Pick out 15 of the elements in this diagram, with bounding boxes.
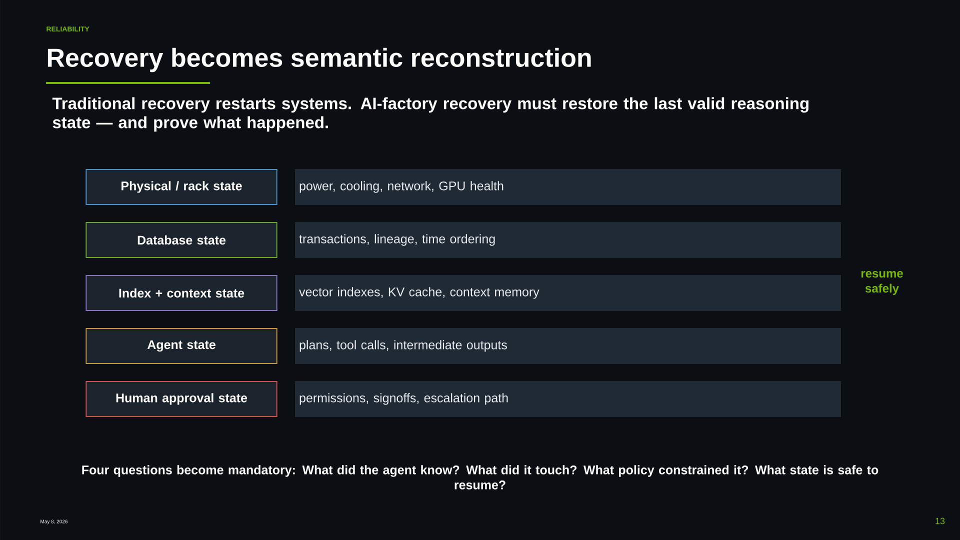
state-box: Agent state xyxy=(86,328,278,364)
page-number: 13 xyxy=(936,518,945,524)
state-box: Physical / rack state xyxy=(86,169,278,205)
description-bar: power, cooling, network, GPU health xyxy=(295,168,841,205)
description-bar: plans, tool calls, intermediate outputs xyxy=(295,328,841,364)
state-box: Database state xyxy=(86,222,278,258)
state-box: Human approval state xyxy=(86,380,278,417)
state-box: Index + context state xyxy=(86,274,278,311)
slide-title: Recovery becomes semantic reconstruction xyxy=(48,48,591,72)
note-text: resume safely xyxy=(861,271,903,295)
description-bar: vector indexes, KV cache, context memory xyxy=(295,274,841,311)
takeaway-text: Four questions become mandatory: What did the agent know? What did it touch? What policy constrained it? What state is safe to resume? xyxy=(82,465,878,490)
description-bar: transactions, lineage, time ordering xyxy=(295,222,841,258)
subtitle: Traditional recovery restarts systems. AI-factory recovery must restore the last valid reasoning state — and prove what happened. xyxy=(52,97,808,132)
description-bar: permissions, signoffs, escalation path xyxy=(295,380,841,417)
